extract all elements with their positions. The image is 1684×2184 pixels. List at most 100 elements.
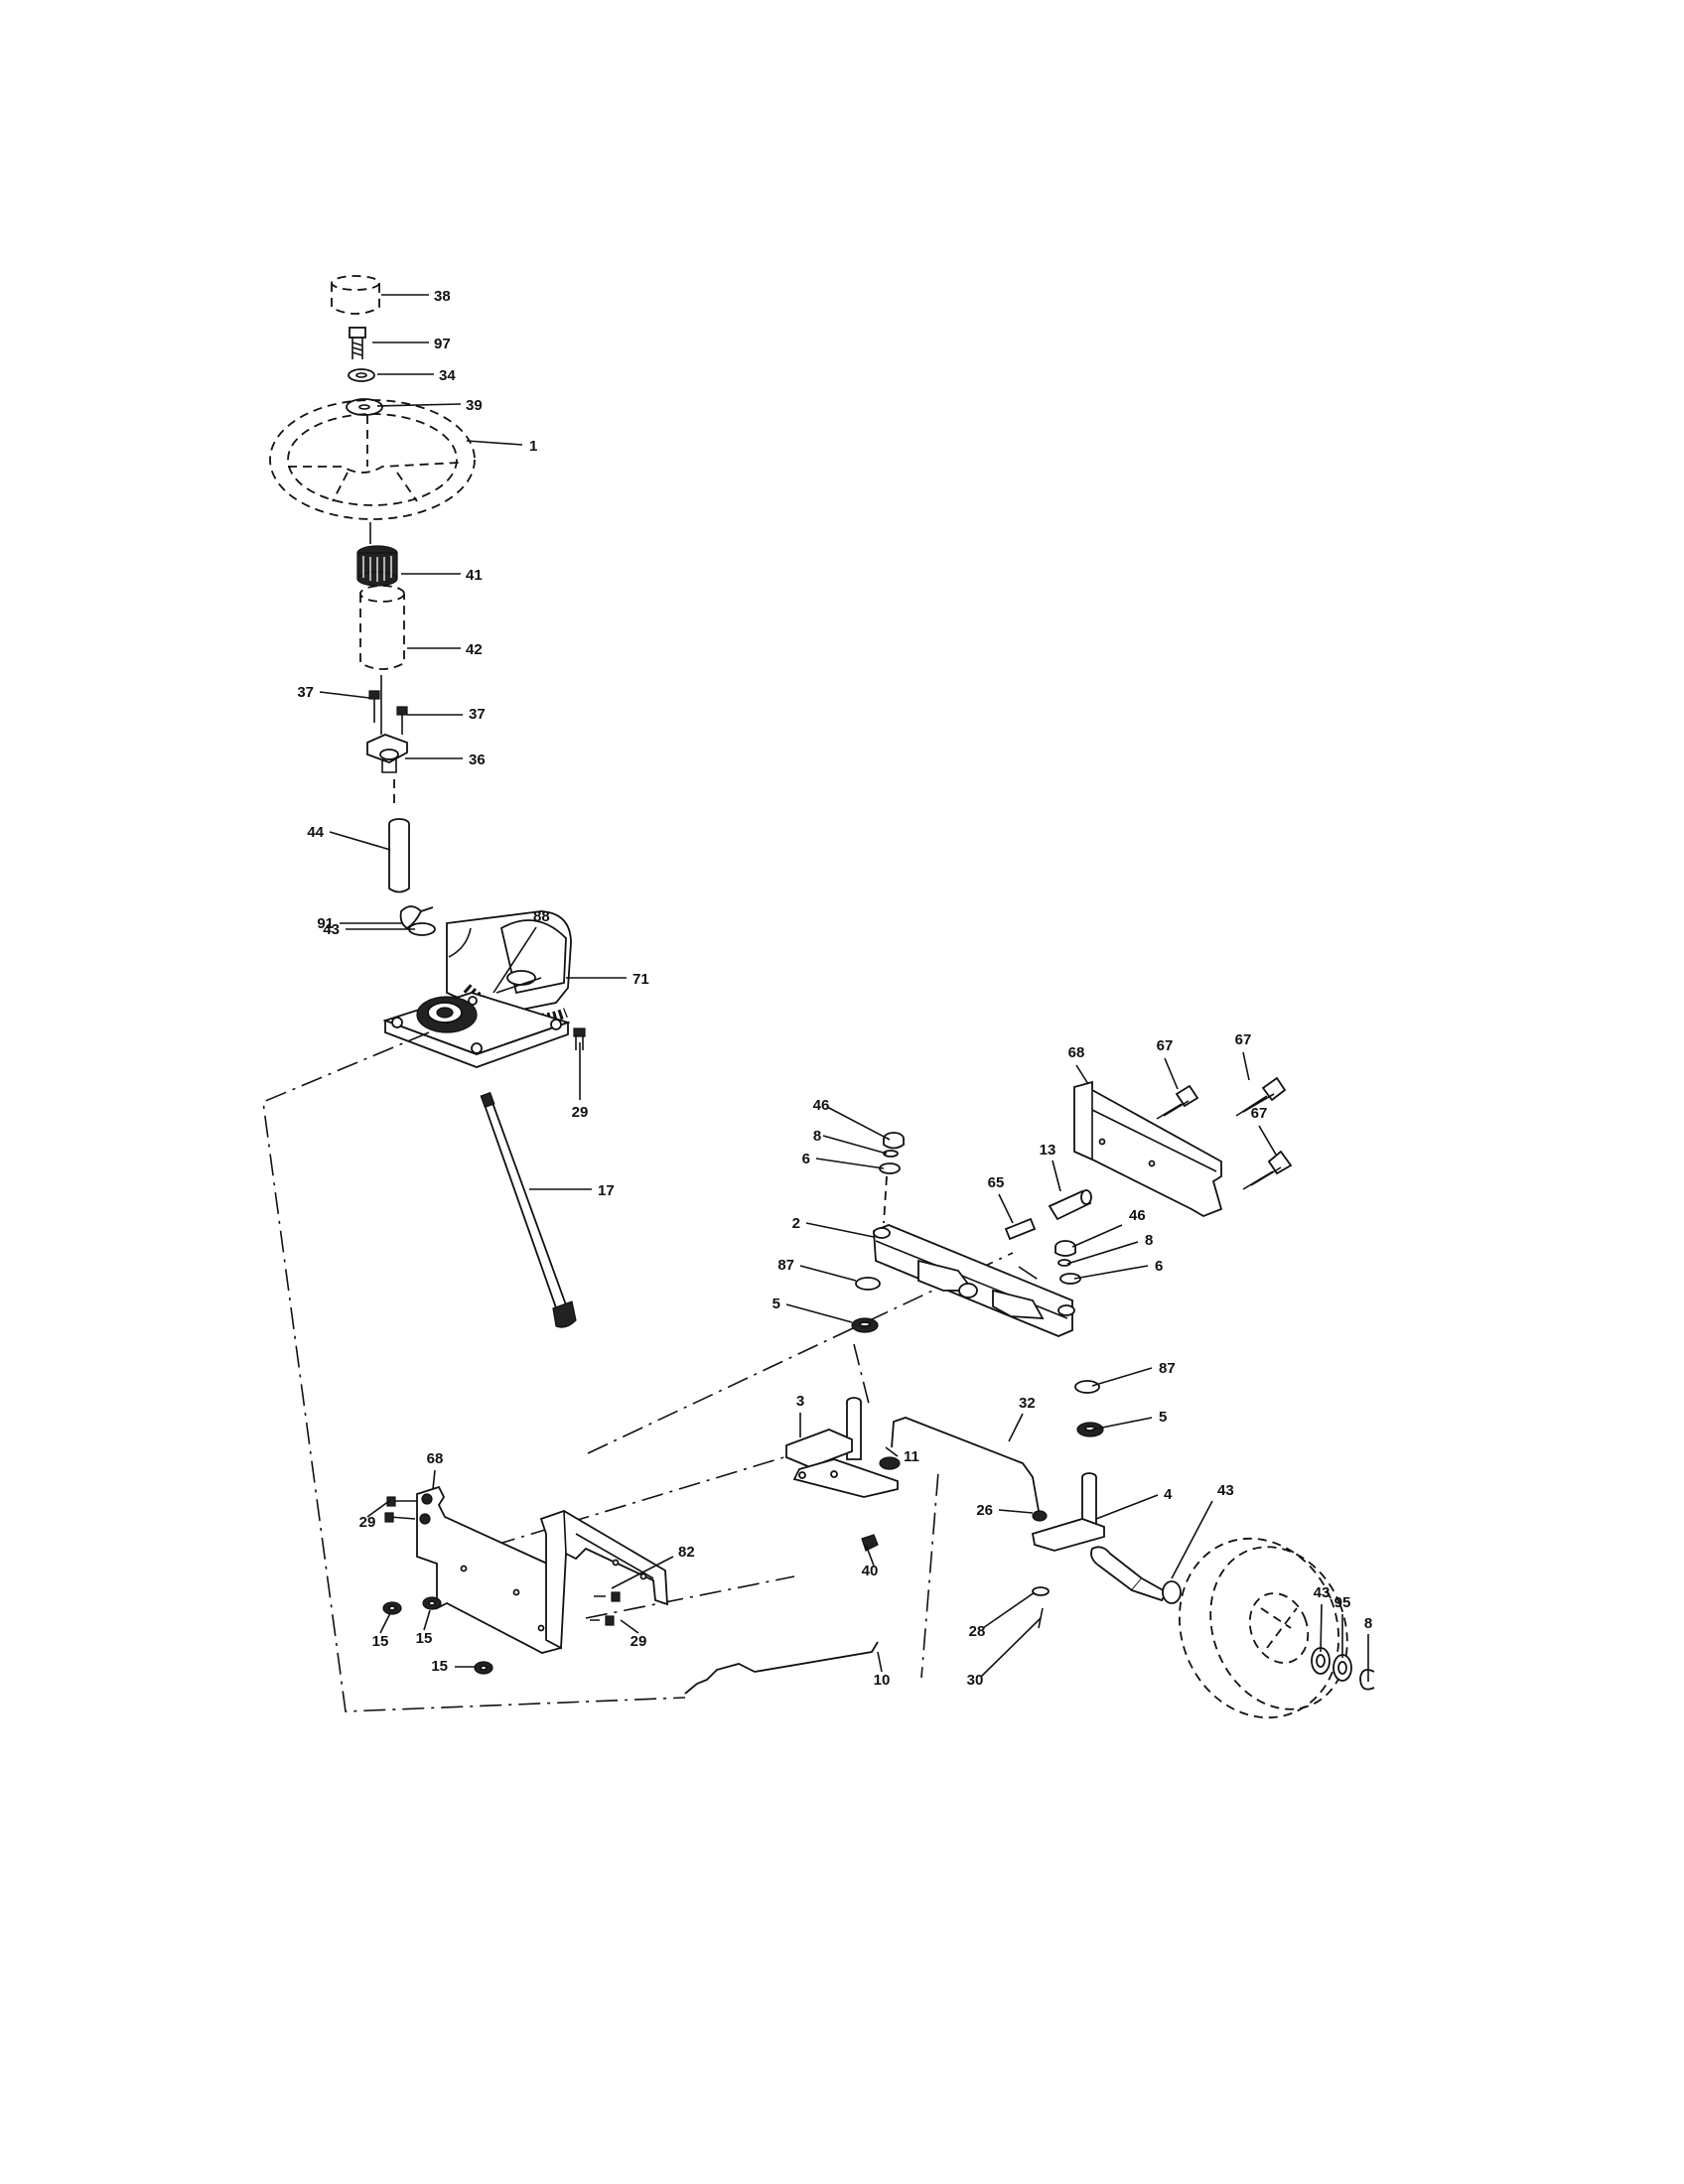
callout-leader-c28 (982, 1591, 1036, 1629)
part-steering-bracket (416, 1485, 562, 1654)
part-pin (1004, 1217, 1037, 1241)
callout-label-c8a: 8 (813, 1128, 821, 1145)
callout-label-c17: 17 (598, 1182, 615, 1199)
callout-leader-c5a (785, 1303, 853, 1323)
callout-label-c68b: 68 (427, 1450, 444, 1467)
callout-label-c28: 28 (969, 1623, 986, 1640)
part-washer-28 (1032, 1586, 1050, 1596)
callout-label-c4: 4 (1164, 1486, 1173, 1503)
part-ring-left (883, 1150, 899, 1158)
callout-leader-c44 (329, 831, 391, 851)
callout-leader-c68b (432, 1469, 436, 1490)
callout-leader-c40 (865, 1544, 875, 1567)
callout-label-c43a: 43 (323, 921, 340, 938)
callout-leader-c6b (1073, 1265, 1149, 1280)
callout-label-c46b: 46 (1129, 1207, 1146, 1224)
callout-label-c10: 10 (874, 1672, 891, 1689)
callout-leader-c87a (799, 1265, 857, 1282)
callout-label-c34: 34 (439, 367, 456, 384)
part-drag-link (684, 1641, 879, 1695)
callout-label-c15a: 15 (372, 1633, 389, 1650)
callout-leader-c8a (822, 1135, 888, 1155)
callout-label-c88: 88 (533, 908, 550, 925)
callout-leader-c46b (1071, 1224, 1123, 1248)
callout-label-c37a: 37 (297, 684, 314, 701)
callout-label-c91: 91 (317, 915, 334, 932)
callout-label-c95: 95 (1334, 1594, 1351, 1611)
part-steering-gear (382, 910, 572, 1068)
callout-label-c68a: 68 (1068, 1044, 1085, 1061)
callout-leader-c88 (492, 926, 537, 994)
callout-label-c29a: 29 (572, 1104, 589, 1121)
part-bracket-bolt-c (1242, 1150, 1293, 1190)
part-pivot-cap-left (883, 1132, 905, 1150)
callout-label-c11: 11 (904, 1448, 919, 1465)
part-nut-26 (1032, 1510, 1048, 1522)
callout-leader-c37a (319, 691, 370, 699)
callout-label-c67a: 67 (1157, 1037, 1174, 1054)
part-clip (399, 905, 434, 930)
callout-leader-c65 (998, 1193, 1014, 1224)
part-flange-bearing (366, 734, 408, 773)
part-nut-15a (382, 1601, 402, 1615)
callout-label-c26: 26 (976, 1502, 993, 1519)
callout-label-c42: 42 (466, 641, 483, 658)
part-mount-bracket (539, 1510, 668, 1650)
part-bushing (356, 545, 398, 587)
callout-leader-c11 (885, 1446, 899, 1457)
callout-leader-c46a (826, 1106, 891, 1141)
part-axle-beam (873, 1224, 1075, 1337)
callout-leader-c1 (466, 440, 523, 446)
callout-leader-c15b (423, 1609, 431, 1631)
callout-label-c41: 41 (466, 567, 483, 584)
callout-label-c82: 82 (678, 1544, 695, 1561)
callout-label-c67c: 67 (1251, 1105, 1268, 1122)
callout-label-c67b: 67 (1235, 1031, 1252, 1048)
callout-label-c29c: 29 (631, 1633, 647, 1650)
part-steering-boot (359, 585, 405, 670)
callout-label-c5a: 5 (772, 1296, 780, 1312)
assembly-reference-lines (262, 1031, 1044, 1712)
callout-leader-c2 (805, 1222, 875, 1238)
part-bracket-bolt-left (384, 1496, 417, 1523)
callout-leader-c82 (611, 1556, 674, 1589)
part-left-spindle (785, 1397, 899, 1498)
callout-leader-c87b (1091, 1367, 1153, 1387)
callout-leader-c29c (620, 1619, 639, 1634)
callout-label-c15b: 15 (416, 1630, 433, 1647)
callout-label-c36: 36 (469, 751, 486, 768)
callout-leader-c43c (1320, 1603, 1323, 1653)
part-bracket-bolt-b (1235, 1076, 1287, 1117)
callout-label-c43b: 43 (1217, 1482, 1234, 1499)
callout-leader-c43b (1171, 1500, 1213, 1579)
callout-leader-c26 (998, 1509, 1034, 1514)
part-retaining-ring (1359, 1669, 1375, 1691)
callout-label-c30: 30 (967, 1672, 984, 1689)
callout-label-c71: 71 (632, 971, 649, 988)
lower-bracket-group (382, 1485, 879, 1695)
part-screw-right (396, 706, 408, 735)
part-steering-wheel (269, 399, 476, 520)
callout-leader-c29b (366, 1500, 390, 1518)
callout-label-c40: 40 (862, 1563, 879, 1579)
front-axle-group (785, 1076, 1375, 1719)
callout-label-c97: 97 (434, 336, 451, 352)
callout-leader-c68a (1075, 1064, 1089, 1085)
part-pivot-cap-right (1054, 1240, 1076, 1257)
callout-leader-c30 (980, 1617, 1042, 1678)
callout-leader-c13 (1052, 1160, 1061, 1192)
callout-label-c87a: 87 (777, 1257, 794, 1274)
callout-leader-c67b (1242, 1051, 1250, 1081)
callout-label-c39: 39 (466, 397, 483, 414)
steering-column-group (269, 275, 586, 1328)
callout-leader-c15a (379, 1612, 391, 1634)
callout-label-c6a: 6 (802, 1151, 810, 1167)
part-tie-rod (891, 1417, 1040, 1512)
callout-label-c8c: 8 (1364, 1615, 1372, 1632)
callout-label-c43c: 43 (1314, 1584, 1331, 1601)
part-wheel-washer-inner (1162, 1580, 1182, 1604)
callout-leader-c67a (1164, 1057, 1179, 1090)
callout-leader-c5b (1091, 1417, 1153, 1431)
